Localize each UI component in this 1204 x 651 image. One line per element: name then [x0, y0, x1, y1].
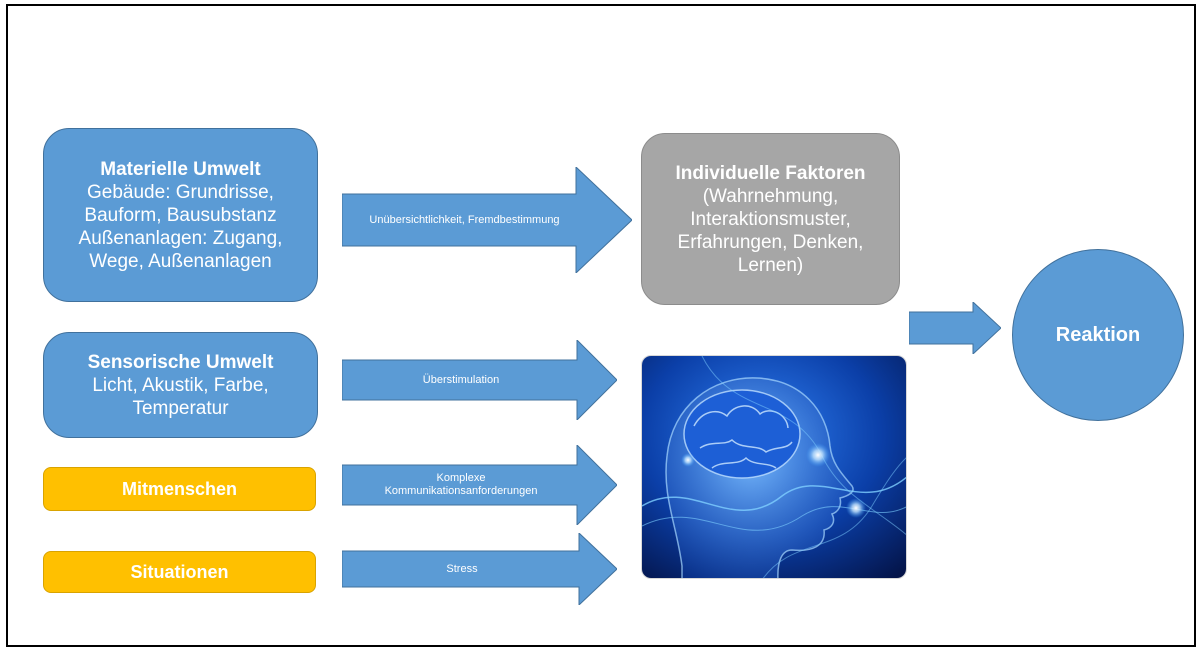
- arrow-shape-4: [342, 533, 617, 605]
- sensorische-umwelt-line-2: Temperatur: [132, 397, 229, 419]
- arrow-shape-1: [342, 167, 632, 273]
- materielle-umwelt-title: Materielle Umwelt: [100, 158, 261, 180]
- arrow-label-stress: Stress: [446, 562, 478, 575]
- individuelle-faktoren-line-2: Interaktionsmuster,: [690, 208, 851, 230]
- materielle-umwelt-line-1: Gebäude: Grundrisse,: [87, 181, 274, 203]
- mitmenschen-title: Mitmenschen: [121, 478, 238, 499]
- brain-head-illustration: [641, 355, 907, 579]
- reaktion-title: Reaktion: [1055, 323, 1141, 346]
- mitmenschen-box: Mitmenschen: [43, 467, 316, 511]
- arrow-ueberstimulation: Überstimulation: [342, 340, 617, 420]
- individuelle-faktoren-title: Individuelle Faktoren: [675, 162, 866, 184]
- situationen-title: Situationen: [130, 561, 229, 582]
- materielle-umwelt-line-3: Außenanlagen: Zugang,: [78, 227, 283, 249]
- arrow-label-unuebersichtlichkeit: Unübersichtlichkeit, Fremdbestimmung: [369, 213, 560, 226]
- materielle-umwelt-box: Materielle Umwelt Gebäude: Grundrisse, B…: [43, 128, 318, 302]
- arrow-label-ueberstimulation: Überstimulation: [422, 373, 500, 386]
- materielle-umwelt-line-4: Wege, Außenanlagen: [89, 250, 272, 272]
- reaktion-circle: Reaktion: [1012, 249, 1184, 421]
- situationen-box: Situationen: [43, 551, 316, 593]
- materielle-umwelt-line-2: Bauform, Bausubstanz: [84, 204, 277, 226]
- individuelle-faktoren-box: Individuelle Faktoren (Wahrnehmung, Inte…: [641, 133, 900, 305]
- individuelle-faktoren-line-3: Erfahrungen, Denken,: [677, 231, 864, 253]
- sensorische-umwelt-line-1: Licht, Akustik, Farbe,: [92, 374, 269, 396]
- arrow-kommunikation: Komplexe Kommunikationsanforderungen: [342, 445, 617, 525]
- brain-head-icon: [642, 356, 906, 578]
- individuelle-faktoren-line-4: Lernen): [737, 254, 804, 276]
- sensorische-umwelt-box: Sensorische Umwelt Licht, Akustik, Farbe…: [43, 332, 318, 438]
- arrow-to-reaktion: [909, 302, 1001, 354]
- arrow-stress: Stress: [342, 533, 617, 605]
- arrow-shape-2: [342, 340, 617, 420]
- arrow-label-kommunikation-2: Kommunikationsanforderungen: [384, 485, 538, 497]
- arrow-label-kommunikation-1: Komplexe: [436, 472, 486, 484]
- arrow-shape-5: [909, 302, 1001, 354]
- arrow-unuebersichtlichkeit: Unübersichtlichkeit, Fremdbestimmung: [342, 167, 632, 273]
- arrow-shape-3: [342, 445, 617, 525]
- individuelle-faktoren-line-1: (Wahrnehmung,: [702, 185, 839, 207]
- sensorische-umwelt-title: Sensorische Umwelt: [87, 351, 274, 373]
